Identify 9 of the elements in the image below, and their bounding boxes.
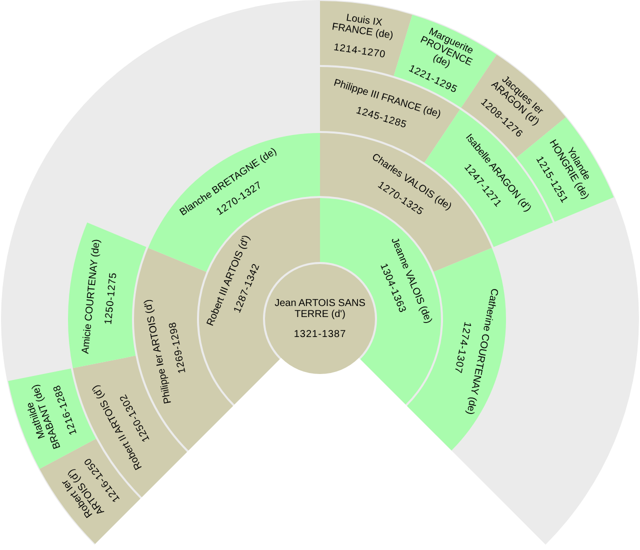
- life-dates: 1269-1298: [168, 319, 190, 374]
- life-dates: 1274-1307: [450, 319, 472, 374]
- person-name: Louis IX FRANCE (de): [330, 12, 395, 43]
- life-dates: 1214-1270: [332, 41, 388, 62]
- person-name: Jean ARTOIS SANS TERRE (d'): [274, 298, 366, 320]
- life-dates: 1321-1387: [292, 329, 348, 340]
- person-name: Amicie COURTENAY (de): [80, 238, 102, 356]
- root-person-circle: [264, 263, 376, 375]
- life-dates: 1250-1275: [102, 270, 120, 327]
